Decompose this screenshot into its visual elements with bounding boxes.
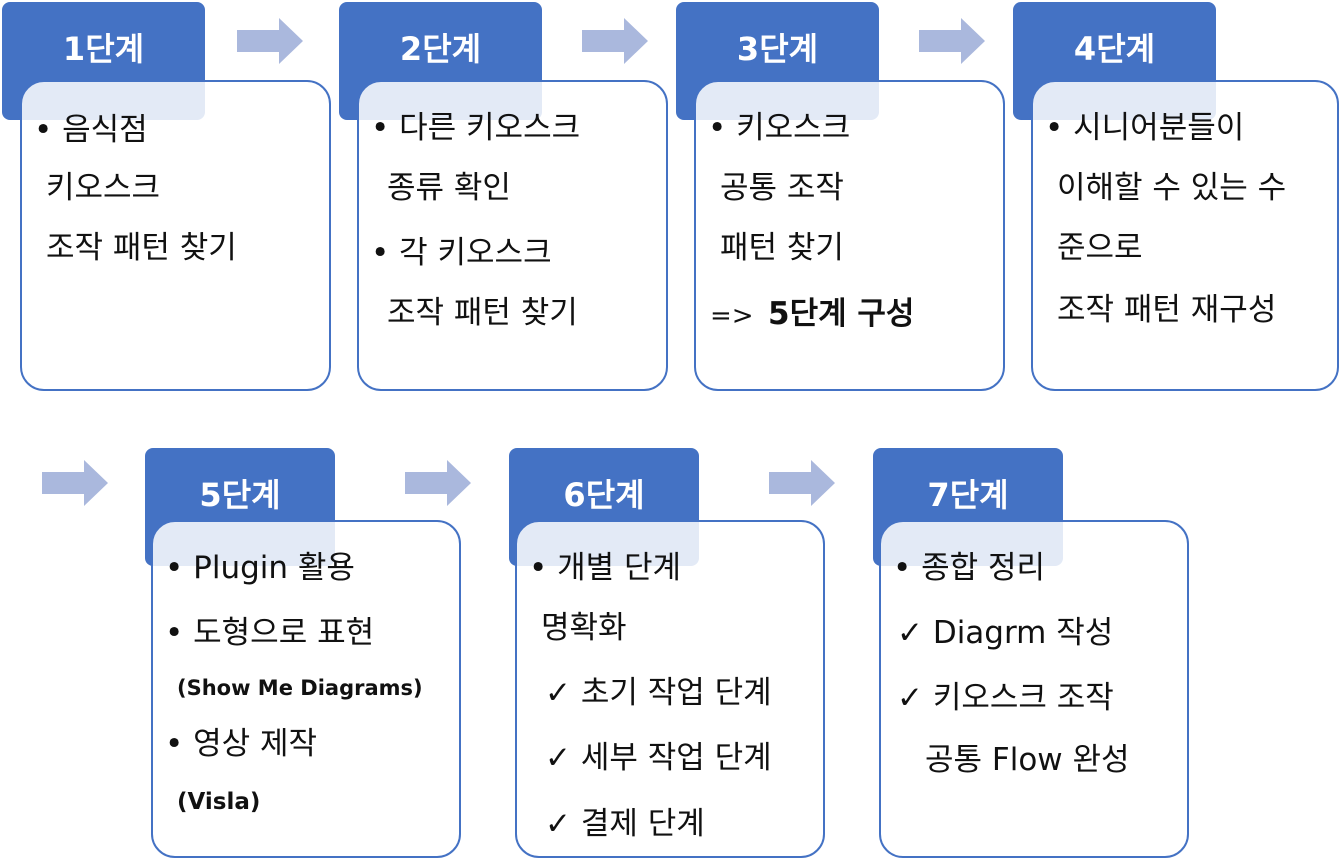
step-5-line: • 도형으로 표현 bbox=[165, 615, 375, 651]
step-2-line: • 다른 키오스크 bbox=[371, 110, 581, 146]
step-3-box: • 키오스크 공통 조작 패턴 찾기 => 5단계 구성 bbox=[694, 80, 1005, 391]
right-arrow-icon bbox=[42, 460, 108, 506]
right-arrow-icon bbox=[769, 460, 835, 506]
step-6-line: ✓ 초기 작업 단계 bbox=[545, 675, 772, 711]
step-5-line: (Visla) bbox=[177, 789, 261, 815]
step-3-line: 패턴 찾기 bbox=[720, 230, 844, 266]
step-1-line: • 음식점 bbox=[34, 112, 148, 148]
step-4-box: • 시니어분들이 이해할 수 있는 수 준으로 조작 패턴 재구성 bbox=[1031, 80, 1339, 391]
step-1-line: 조작 패턴 찾기 bbox=[46, 230, 237, 266]
step-6-line: • 개별 단계 bbox=[529, 550, 682, 586]
step-4-line: 조작 패턴 재구성 bbox=[1057, 292, 1277, 328]
step-2-box: • 다른 키오스크 종류 확인 • 각 키오스크 조작 패턴 찾기 bbox=[357, 80, 668, 391]
step-6-line: 명확화 bbox=[541, 610, 627, 646]
step-1-box: • 음식점 키오스크 조작 패턴 찾기 bbox=[20, 80, 331, 391]
step-5-line: (Show Me Diagrams) bbox=[177, 676, 423, 700]
step-5-line: • Plugin 활용 bbox=[165, 550, 355, 586]
step-6-box: • 개별 단계 명확화 ✓ 초기 작업 단계 ✓ 세부 작업 단계 ✓ 결제 단… bbox=[515, 520, 825, 858]
step-2-line: 종류 확인 bbox=[387, 170, 511, 206]
step-2-line: 조작 패턴 찾기 bbox=[387, 295, 578, 331]
step-7-line: ✓ Diagrm 작성 bbox=[897, 615, 1114, 651]
step-5-line: • 영상 제작 bbox=[165, 726, 318, 762]
step-3-line: => bbox=[710, 301, 754, 331]
step-1-line: 키오스크 bbox=[46, 170, 161, 206]
right-arrow-icon bbox=[582, 18, 648, 64]
step-3-line: 공통 조작 bbox=[720, 170, 844, 206]
step-7-line: • 종합 정리 bbox=[893, 550, 1046, 586]
step-5-box: • Plugin 활용 • 도형으로 표현 (Show Me Diagrams)… bbox=[151, 520, 461, 858]
step-3-line: 5단계 구성 bbox=[768, 296, 915, 332]
step-4-line: 이해할 수 있는 수 bbox=[1057, 170, 1287, 206]
step-7-box: • 종합 정리 ✓ Diagrm 작성 ✓ 키오스크 조작 공통 Flow 완성 bbox=[879, 520, 1189, 858]
step-7-line: 공통 Flow 완성 bbox=[925, 742, 1130, 778]
right-arrow-icon bbox=[919, 18, 985, 64]
step-2-line: • 각 키오스크 bbox=[371, 235, 552, 271]
right-arrow-icon bbox=[237, 18, 303, 64]
step-4-line: • 시니어분들이 bbox=[1045, 110, 1245, 146]
step-3-line: • 키오스크 bbox=[708, 110, 851, 146]
step-7-line: ✓ 키오스크 조작 bbox=[897, 680, 1114, 716]
step-6-line: ✓ 세부 작업 단계 bbox=[545, 740, 772, 776]
right-arrow-icon bbox=[405, 460, 471, 506]
step-4-line: 준으로 bbox=[1057, 230, 1143, 266]
step-6-line: ✓ 결제 단계 bbox=[545, 806, 705, 842]
